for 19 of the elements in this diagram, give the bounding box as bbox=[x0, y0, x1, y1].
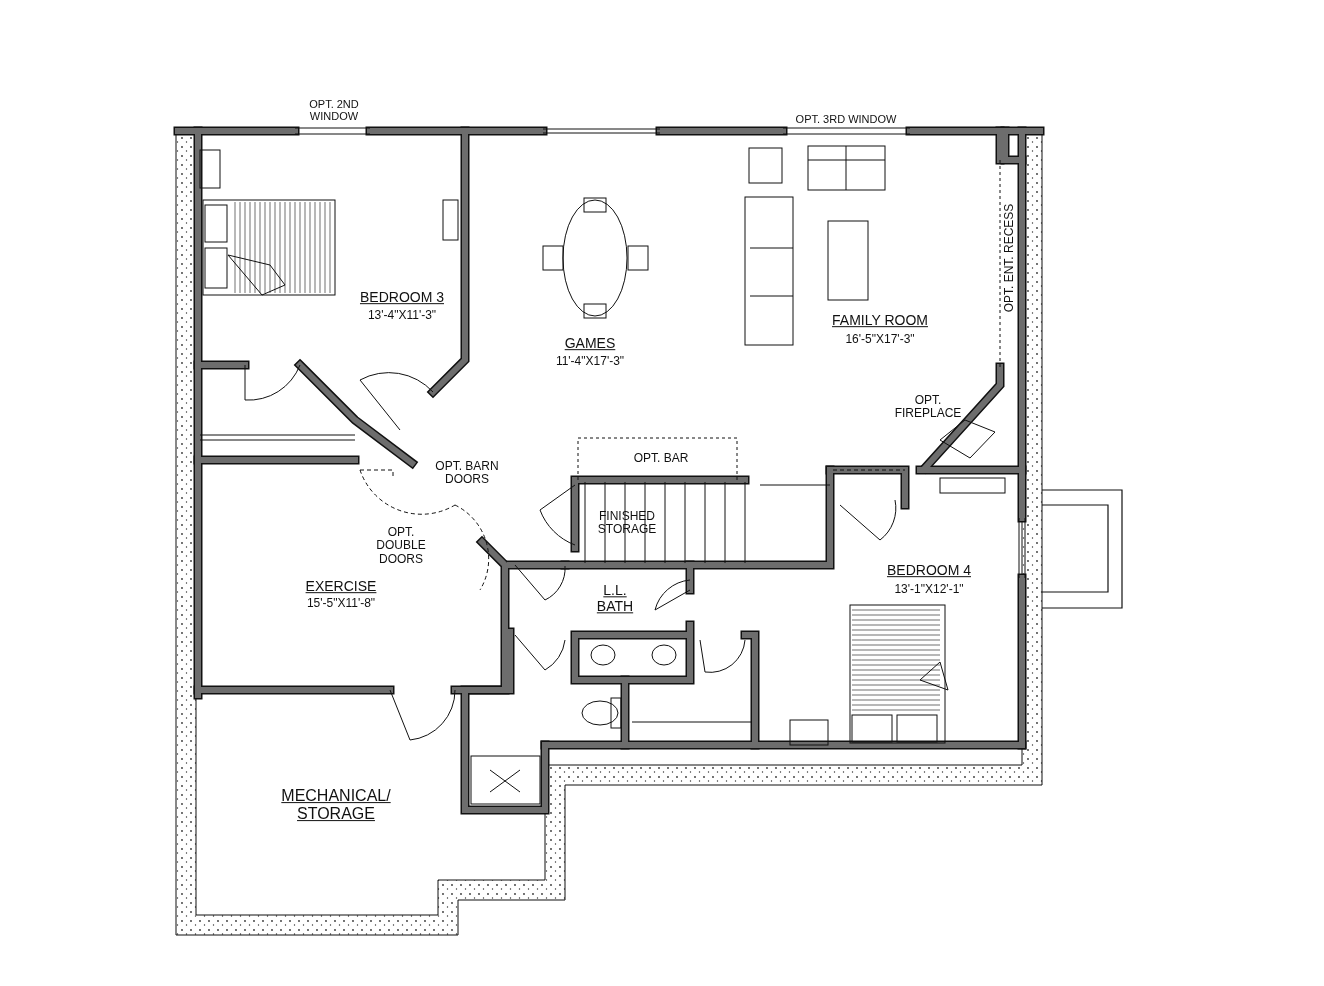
plan-note: OPT. 3RD WINDOW bbox=[794, 112, 898, 126]
plan-note: OPT. 2ND WINDOW bbox=[308, 97, 360, 123]
plan-note: OPT. DOUBLE DOORS bbox=[375, 525, 427, 567]
room-name: BEDROOM 3 bbox=[359, 290, 445, 306]
plan-note: 13'-1"X12'-1" bbox=[893, 583, 965, 597]
room-name: FAMILY ROOM bbox=[831, 313, 929, 329]
room-name: EXERCISE bbox=[304, 579, 378, 595]
plan-note: OPT. BAR bbox=[632, 452, 690, 466]
plan-note: OPT. FIREPLACE bbox=[893, 393, 963, 421]
plan-note: 16'-5"X17'-3" bbox=[844, 333, 916, 347]
room-name: MECHANICAL/ STORAGE bbox=[280, 787, 392, 823]
room-name: BEDROOM 4 bbox=[886, 563, 972, 579]
plan-note: 15'-5"X11'-8" bbox=[305, 597, 377, 611]
plan-note: FINISHED STORAGE bbox=[596, 509, 658, 537]
plan-note: 13'-4"X11'-3" bbox=[366, 309, 438, 323]
plan-note: OPT. BARN DOORS bbox=[434, 459, 500, 487]
room-name: GAMES bbox=[563, 336, 617, 352]
room-name: L.L. BATH bbox=[595, 583, 635, 615]
plan-note: 11'-4"X17'-3" bbox=[554, 355, 626, 369]
